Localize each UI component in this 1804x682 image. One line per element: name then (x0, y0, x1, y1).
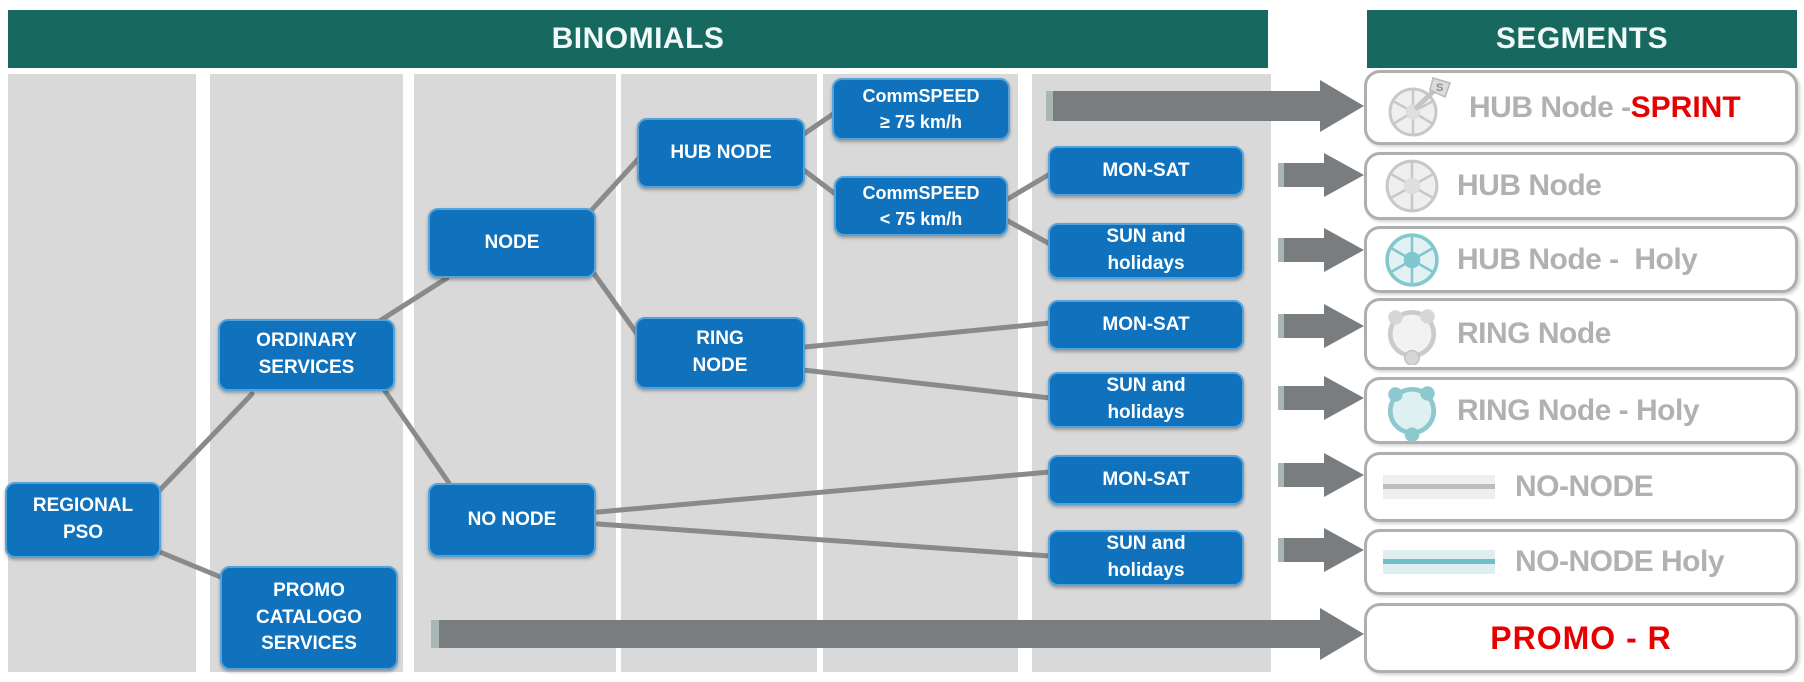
segment-promo-r: PROMO - R (1364, 603, 1798, 673)
hub-wheel-sprint-icon: S (1383, 76, 1453, 140)
node-label: MON-SAT (1102, 159, 1190, 181)
node-label: MON-SAT (1102, 313, 1190, 335)
node-label: RING NODE (692, 328, 748, 376)
connector-ring-monsat (802, 320, 1053, 350)
segments-header: SEGMENTS (1367, 10, 1797, 68)
connector-nonode-monsat (595, 469, 1053, 515)
segment-ring-node-holy: RING Node - Holy (1364, 377, 1798, 444)
column-band-3 (414, 74, 616, 672)
node-label: SUN and holidays (1106, 375, 1186, 423)
segment-label: HUB Node (1457, 169, 1602, 202)
arrow-tail-cap (1278, 238, 1284, 262)
connector-ordinary-nonode (382, 388, 452, 486)
segments-header-title: SEGMENTS (1495, 22, 1669, 55)
node-sun-holidays-nonode: SUN and holidays (1048, 530, 1244, 586)
connector-ordinary-node (375, 275, 450, 325)
node-label: ORDINARY SERVICES (256, 330, 357, 378)
arrow-tail-cap (1278, 163, 1284, 187)
node-promo-catalogo-services: PROMO CATALOGO SERVICES (220, 566, 398, 670)
arrow-tail-cap (1278, 386, 1284, 410)
connector-hub-speedlt (798, 165, 841, 199)
node-label: SUN and holidays (1106, 226, 1186, 274)
arrow-to-no-node (1278, 453, 1364, 497)
segment-ring-node: RING Node (1364, 298, 1798, 370)
ring-icon (1383, 303, 1441, 365)
node-ordinary-services: ORDINARY SERVICES (218, 319, 395, 391)
node-no-node: NO NODE (428, 483, 596, 557)
connector-speedlt-sun (1003, 217, 1053, 247)
node-label: NODE (484, 231, 540, 253)
segment-label: RING Node - Holy (1457, 393, 1700, 427)
road-line-holy-icon (1383, 548, 1499, 576)
column-band-1 (8, 74, 196, 672)
arrow-tail-cap (1278, 463, 1284, 487)
connector-nonode-sun (595, 521, 1053, 559)
segment-label: HUB Node - (1469, 90, 1631, 124)
node-commspeed-ge-75: CommSPEED ≥ 75 km/h (832, 78, 1010, 140)
flow-arrows (431, 80, 1364, 660)
binomials-header: BINOMIALS (8, 10, 1268, 68)
segment-no-node: NO-NODE (1364, 452, 1798, 522)
node-label: HUB NODE (670, 141, 772, 163)
hub-wheel-holy-icon (1383, 231, 1441, 289)
node-label: SUN and holidays (1106, 533, 1186, 581)
arrow-tail-cap (1046, 91, 1053, 121)
segment-accent-label: SPRINT (1630, 90, 1741, 124)
arrow-tail-cap (431, 620, 439, 648)
connector-pso-ordinary (155, 391, 255, 495)
node-node: NODE (428, 208, 596, 278)
arrow-to-hub-node (1278, 153, 1364, 197)
node-label: CommSPEED < 75 km/h (862, 182, 980, 229)
segment-no-node-holy: NO-NODE Holy (1364, 529, 1798, 595)
hub-wheel-icon (1383, 157, 1441, 215)
road-line-icon (1383, 473, 1499, 501)
segment-label: NO-NODE Holy (1515, 545, 1725, 578)
connector-node-hub (585, 153, 644, 217)
node-ring-node: RING NODE (635, 317, 805, 389)
segment-label: NO-NODE (1515, 470, 1654, 503)
node-label: MON-SAT (1102, 468, 1190, 490)
node-mon-sat-nonode: MON-SAT (1048, 455, 1244, 505)
node-sun-holidays-hub: SUN and holidays (1048, 223, 1244, 279)
node-mon-sat-ring: MON-SAT (1048, 300, 1244, 350)
arrow-to-hub-sprint (1046, 80, 1364, 132)
node-label: CommSPEED ≥ 75 km/h (862, 85, 980, 132)
segment-label: HUB Node - Holy (1457, 242, 1698, 276)
arrow-tail-cap (1278, 538, 1284, 562)
node-label: REGIONAL PSO (32, 495, 134, 543)
arrow-to-hub-node-holy (1278, 228, 1364, 272)
connector-speedlt-monsat (1003, 171, 1053, 203)
segment-accent-label: PROMO - R (1490, 619, 1672, 656)
arrow-to-ring-node-holy (1278, 376, 1364, 420)
segment-label: RING Node (1457, 317, 1611, 350)
node-label: NO NODE (467, 508, 557, 530)
node-sun-holidays-ring: SUN and holidays (1048, 372, 1244, 428)
arrow-to-promo-r (431, 608, 1364, 660)
connector-lines (147, 109, 1053, 588)
arrow-to-ring-node (1278, 304, 1364, 348)
connector-ring-sun (800, 367, 1053, 401)
node-hub-node: HUB NODE (637, 118, 805, 188)
node-label: PROMO CATALOGO SERVICES (256, 580, 362, 655)
arrow-to-no-node-holy (1278, 528, 1364, 572)
sprint-tag-letter: S (1436, 82, 1443, 94)
column-band-5 (823, 74, 1018, 672)
segment-hub-node-sprint: S HUB Node - SPRINT (1364, 70, 1798, 145)
segment-hub-node-holy: HUB Node - Holy (1364, 226, 1798, 293)
node-mon-sat-hub: MON-SAT (1048, 146, 1244, 196)
arrow-tail-cap (1278, 314, 1284, 338)
connector-hub-speedge (798, 109, 839, 139)
binomials-header-title: BINOMIALS (551, 22, 725, 55)
node-commspeed-lt-75: CommSPEED < 75 km/h (834, 176, 1008, 236)
ring-holy-icon (1383, 380, 1441, 442)
segment-hub-node: HUB Node (1364, 152, 1798, 220)
node-regional-pso: REGIONAL PSO (5, 482, 161, 558)
